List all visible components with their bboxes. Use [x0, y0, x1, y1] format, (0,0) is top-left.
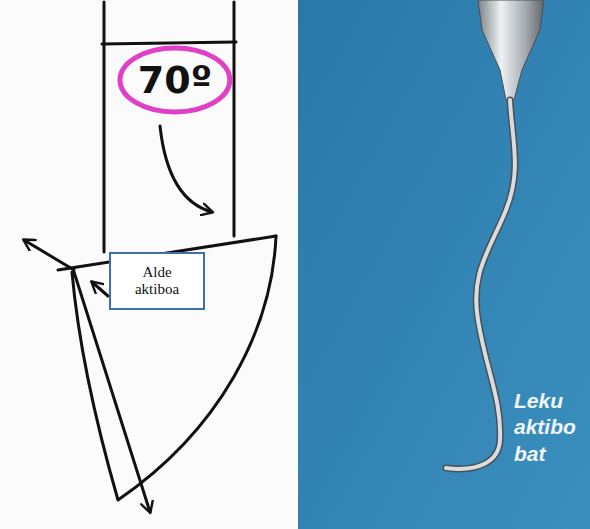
- angle-value: 70º: [138, 58, 212, 102]
- angle-circle: 70º: [116, 44, 234, 116]
- callout-text: Alde aktiboa: [122, 264, 192, 298]
- callout-box: Alde aktiboa: [109, 252, 205, 310]
- photo-caption: Leku aktibo bat: [514, 388, 586, 467]
